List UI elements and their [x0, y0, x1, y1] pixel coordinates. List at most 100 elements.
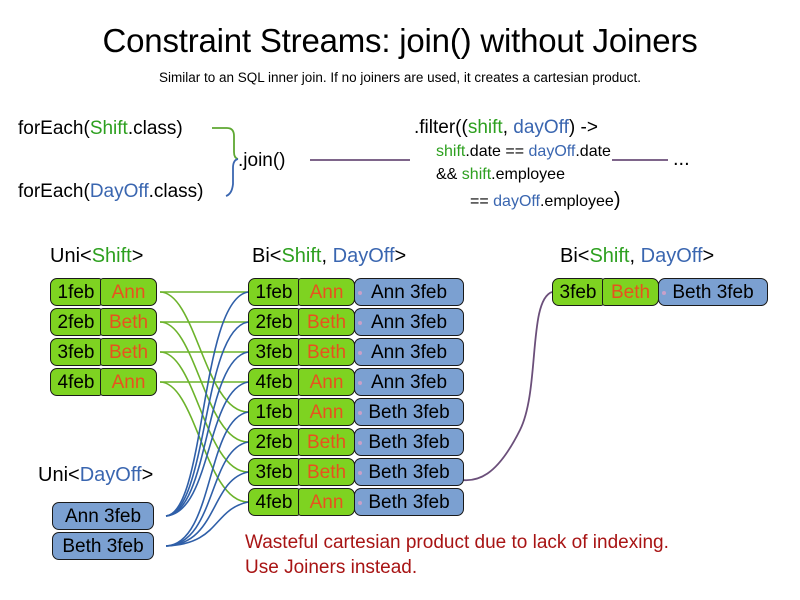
bi-result-row[interactable]: 3feb Beth Beth 3feb	[552, 278, 768, 306]
shift-date-cell: 1feb	[248, 398, 300, 426]
filter-comma: ,	[502, 117, 514, 138]
code-filter-line-2: shift.date == dayOff.date	[436, 143, 611, 161]
shift-name-cell: Ann	[298, 488, 355, 516]
uni-shift-prefix: Uni<	[50, 245, 92, 267]
filter-prefix: .filter((	[414, 117, 468, 138]
uni-dayoff-row[interactable]: Ann 3feb	[52, 502, 154, 530]
code-join-call: .join()	[238, 150, 286, 171]
bi-right-generic-b: DayOff	[640, 245, 703, 267]
uni-shift-row[interactable]: 4feb Ann	[50, 368, 157, 396]
shift-date-cell: 1feb	[248, 278, 300, 306]
filter-l4-dayoff: dayOff	[493, 193, 540, 210]
tuple-junction-dot	[358, 291, 362, 295]
page-subtitle: Similar to an SQL inner join. If no join…	[159, 70, 641, 85]
uni-shift-generic: Shift	[91, 245, 132, 267]
label-bi-right: Bi<Shift, DayOff>	[560, 245, 714, 268]
tuple-junction-dot	[358, 441, 362, 445]
code-foreach-dayoff: forEach(DayOff.class)	[18, 181, 204, 203]
label-uni-dayoff: Uni<DayOff>	[38, 464, 153, 487]
filter-l4-eq: ==	[470, 193, 494, 210]
shift-name-cell: Beth	[298, 308, 355, 336]
foreach-shift-prefix: forEach(	[18, 118, 90, 139]
code-filter-line-4: == dayOff.employee)	[470, 189, 620, 212]
bi-cartesian-row[interactable]: 4feb Ann Beth 3feb	[248, 488, 464, 516]
shift-name-cell: Ann	[298, 278, 355, 306]
shift-date-cell: 4feb	[248, 368, 300, 396]
shift-date-cell: 3feb	[552, 278, 604, 306]
shift-date-cell: 2feb	[50, 308, 102, 336]
tuple-junction-dot	[358, 381, 362, 385]
uni-shift-row[interactable]: 3feb Beth	[50, 338, 157, 366]
shift-date-cell: 4feb	[248, 488, 300, 516]
connector-fan-dayoff	[165, 291, 249, 547]
filter-l3-employee: .employee	[491, 166, 565, 183]
bi-mid-generic-a: Shift	[281, 245, 322, 267]
foreach-shift-suffix: .class)	[127, 118, 183, 139]
connector-bi-to-result	[451, 291, 553, 482]
foreach-dayoff-suffix: .class)	[148, 181, 204, 202]
shift-name-cell: Beth	[298, 428, 355, 456]
shift-date-cell: 2feb	[248, 308, 300, 336]
dayoff-cell: Beth 3feb	[354, 458, 464, 486]
code-filter-line-1: .filter((shift, dayOff) ->	[414, 117, 598, 139]
dayoff-cell: Ann 3feb	[354, 308, 464, 336]
filter-var-shift: shift	[467, 117, 503, 138]
shift-date-cell: 2feb	[248, 428, 300, 456]
uni-dayoff-generic: DayOff	[79, 464, 142, 486]
shift-name-cell: Ann	[100, 368, 157, 396]
uni-dayoff-prefix: Uni<	[38, 464, 80, 486]
bi-mid-generic-b: DayOff	[332, 245, 395, 267]
foreach-shift-class: Shift	[89, 118, 128, 139]
shift-date-cell: 3feb	[248, 458, 300, 486]
dayoff-cell: Beth 3feb	[658, 278, 768, 306]
shift-date-cell: 4feb	[50, 368, 102, 396]
dayoff-cell: Ann 3feb	[354, 368, 464, 396]
filter-arrow: ) ->	[568, 117, 598, 138]
dayoff-cell: Beth 3feb	[354, 488, 464, 516]
shift-name-cell: Beth	[100, 338, 157, 366]
uni-dayoff-row[interactable]: Beth 3feb	[52, 532, 154, 560]
bi-right-suffix: >	[702, 245, 715, 267]
bi-cartesian-row[interactable]: 4feb Ann Ann 3feb	[248, 368, 464, 396]
foreach-dayoff-class: DayOff	[89, 181, 149, 202]
bi-right-comma: ,	[629, 245, 641, 267]
uni-dayoff-suffix: >	[141, 464, 154, 486]
filter-l3-and: &&	[436, 166, 462, 183]
dayoff-cell: Ann 3feb	[354, 278, 464, 306]
bi-cartesian-row[interactable]: 1feb Ann Ann 3feb	[248, 278, 464, 306]
foreach-dayoff-prefix: forEach(	[18, 181, 90, 202]
shift-name-cell: Beth	[298, 338, 355, 366]
filter-l2-dayoff: dayOff	[528, 143, 576, 160]
tuple-junction-dot	[358, 351, 362, 355]
shift-name-cell: Ann	[298, 368, 355, 396]
uni-shift-row[interactable]: 2feb Beth	[50, 308, 157, 336]
filter-var-dayoff: dayOff	[513, 117, 569, 138]
tuple-junction-dot	[358, 501, 362, 505]
dayoff-cell: Beth 3feb	[354, 398, 464, 426]
warning-line-2: Use Joiners instead.	[245, 557, 418, 578]
bi-cartesian-row[interactable]: 2feb Beth Ann 3feb	[248, 308, 464, 336]
uni-shift-row[interactable]: 1feb Ann	[50, 278, 157, 306]
dayoff-cell: Ann 3feb	[52, 502, 154, 530]
ellipsis-label: ...	[673, 148, 690, 170]
bi-right-generic-a: Shift	[589, 245, 630, 267]
tuple-junction-dot	[662, 291, 666, 295]
uni-shift-suffix: >	[131, 245, 144, 267]
bi-cartesian-row[interactable]: 3feb Beth Beth 3feb	[248, 458, 464, 486]
code-foreach-shift: forEach(Shift.class)	[18, 118, 183, 140]
bi-cartesian-row[interactable]: 2feb Beth Beth 3feb	[248, 428, 464, 456]
connector-dayoff-to-join	[225, 158, 239, 197]
page-title: Constraint Streams: join() without Joine…	[102, 22, 698, 59]
tuple-junction-dot	[358, 411, 362, 415]
bi-mid-suffix: >	[394, 245, 407, 267]
shift-date-cell: 3feb	[248, 338, 300, 366]
dayoff-cell: Ann 3feb	[354, 338, 464, 366]
bi-cartesian-row[interactable]: 3feb Beth Ann 3feb	[248, 338, 464, 366]
shift-name-cell: Beth	[298, 458, 355, 486]
code-filter-line-3: && shift.employee	[436, 166, 565, 184]
bi-cartesian-row[interactable]: 1feb Ann Beth 3feb	[248, 398, 464, 426]
shift-name-cell: Beth	[602, 278, 659, 306]
label-bi-middle: Bi<Shift, DayOff>	[252, 245, 406, 268]
